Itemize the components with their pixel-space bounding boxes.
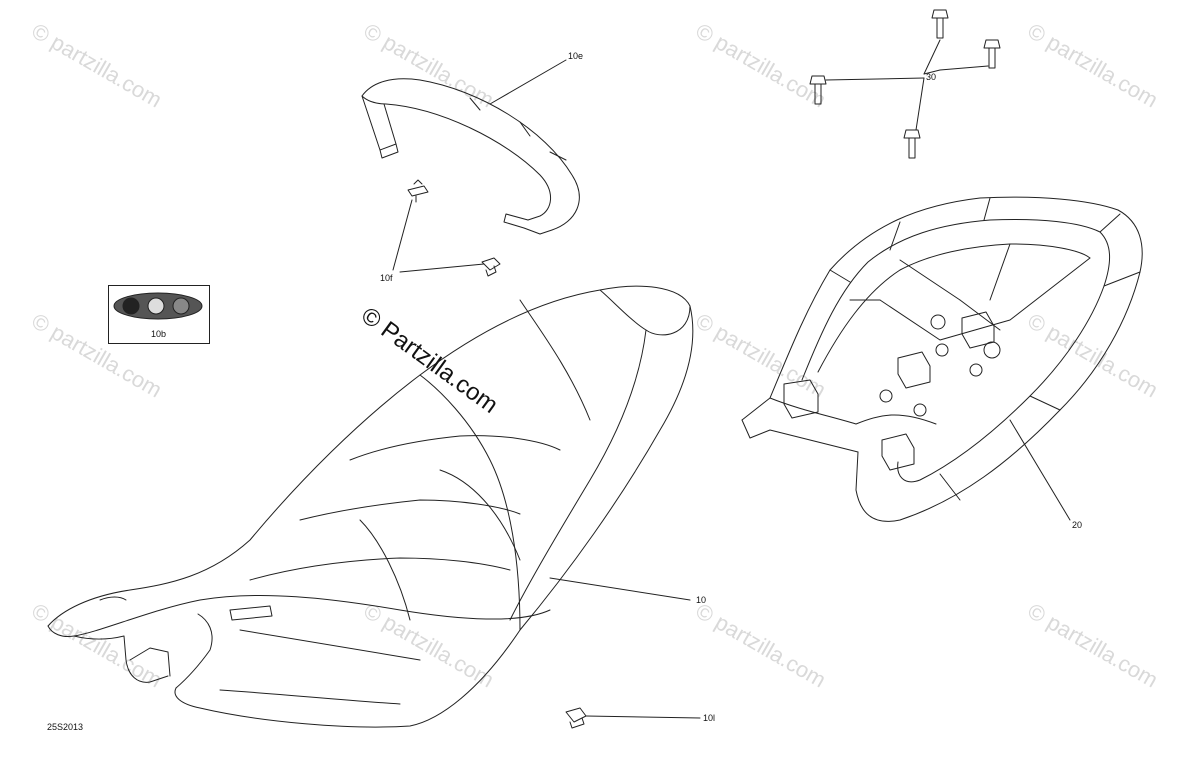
seat-part[interactable] [47,285,694,728]
seat-base-part[interactable] [741,196,1143,522]
clip-part[interactable] [407,179,501,277]
callout-10f: 10f [380,273,393,283]
callout-10l: 10l [703,713,716,723]
diagram-id: 25S2013 [47,722,84,732]
callout-10e: 10e [568,51,584,61]
small-clip-part[interactable] [565,707,587,729]
callout-10b: 10b [151,329,167,339]
label-card-art[interactable] [113,292,203,320]
callout-20: 20 [1072,520,1083,530]
seat-strap-part[interactable] [361,78,580,235]
callout-30: 30 [926,72,937,82]
leader-lines [392,39,1071,719]
callout-10: 10 [696,595,707,605]
screw-part[interactable] [809,9,1001,159]
